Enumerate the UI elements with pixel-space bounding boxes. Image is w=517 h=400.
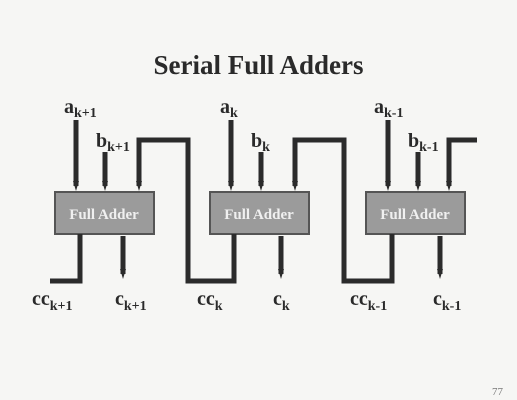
carry-out-wire-1 — [50, 234, 83, 284]
carry-out-label-2: cck — [197, 288, 223, 314]
full-adder-2: ak bk Full Adder ck cck — [197, 96, 310, 314]
full-adder-3: ak-1 bk-1 Full Adder ck-1 cck-1 — [350, 96, 466, 314]
output-c-label-2: ck — [273, 288, 290, 314]
page-number: 77 — [492, 386, 503, 398]
full-adder-1: ak+1 bk+1 Full Adder ck+1 cck+1 — [32, 96, 155, 314]
carry-wire-3-to-2 — [292, 137, 395, 284]
full-adder-box-1 — [54, 191, 155, 235]
output-c-label-3: ck-1 — [433, 288, 461, 314]
full-adder-label-1: Full Adder — [69, 207, 139, 223]
full-adder-label-3: Full Adder — [380, 207, 450, 223]
carry-in-wire-3 — [446, 137, 477, 191]
slide-title: Serial Full Adders — [153, 50, 364, 80]
carry-out-label-1: cck+1 — [32, 288, 73, 314]
input-a-label-3: ak-1 — [374, 96, 403, 121]
input-a-label-1: ak+1 — [64, 96, 97, 121]
output-c-label-1: ck+1 — [115, 288, 147, 314]
input-b-label-2: bk — [251, 130, 270, 155]
input-b-label-1: bk+1 — [96, 130, 130, 155]
carry-out-label-3: cck-1 — [350, 288, 387, 314]
full-adder-label-2: Full Adder — [224, 207, 294, 223]
input-b-label-3: bk-1 — [408, 130, 439, 155]
full-adder-box-2 — [209, 191, 310, 235]
full-adder-box-3 — [365, 191, 466, 235]
input-a-label-2: ak — [220, 96, 238, 121]
carry-wire-2-to-1 — [136, 137, 237, 284]
